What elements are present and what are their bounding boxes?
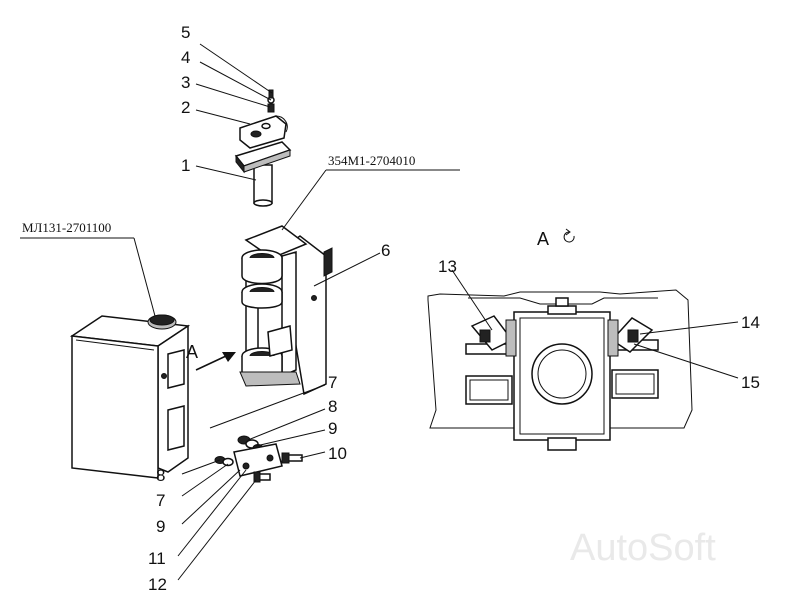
- callout-7: 7: [328, 373, 337, 392]
- callout-15: 15: [741, 373, 760, 392]
- callout-2: 2: [181, 98, 190, 117]
- hinge-bracket: [239, 225, 333, 396]
- callout-13: 13: [438, 257, 457, 276]
- callouts-fasteners-right: 7 8 9 10: [328, 373, 347, 463]
- view-a-heading: A: [537, 229, 549, 249]
- callouts-top: 5 4 3 2 1: [181, 23, 190, 175]
- view-label-a: A: [186, 342, 198, 362]
- label-hinge-code: 354M1-2704010: [281, 153, 460, 231]
- callout-8-left: 8: [156, 466, 165, 485]
- callout-8: 8: [328, 397, 337, 416]
- callout-1: 1: [181, 156, 190, 175]
- callouts-view-a: 13 14 15: [438, 257, 760, 392]
- callout-9-left: 9: [156, 517, 165, 536]
- part-code-body: МЛ131-2701100: [22, 220, 111, 235]
- callout-14: 14: [741, 313, 760, 332]
- callout-9: 9: [328, 419, 337, 438]
- pin-assembly: [234, 89, 292, 207]
- leaders-view-a: [451, 269, 739, 379]
- callout-10: 10: [328, 444, 347, 463]
- part-code-hinge: 354M1-2704010: [328, 153, 415, 168]
- body-block: [69, 314, 191, 479]
- callout-11: 11: [148, 549, 166, 568]
- view-arrow-a: A: [186, 342, 236, 371]
- leaders-fasteners-right: [209, 384, 326, 459]
- leaders-fasteners-left: [177, 459, 257, 581]
- callout-3: 3: [181, 73, 190, 92]
- fastener-stack: [214, 435, 303, 483]
- callout-6: 6: [381, 241, 390, 260]
- leaders-top: [195, 43, 273, 181]
- label-body-code: МЛ131-2701100: [20, 220, 156, 317]
- callout-4: 4: [181, 48, 190, 67]
- view-a-detail: [427, 289, 693, 451]
- callouts-fasteners-left: 8 7 9 11 12: [148, 466, 167, 594]
- callout-12: 12: [148, 575, 167, 594]
- view-a-title: A: [537, 228, 575, 249]
- callout-7-left: 7: [156, 491, 165, 510]
- watermark-text: AutoSoft: [570, 527, 716, 569]
- callout-5: 5: [181, 23, 190, 42]
